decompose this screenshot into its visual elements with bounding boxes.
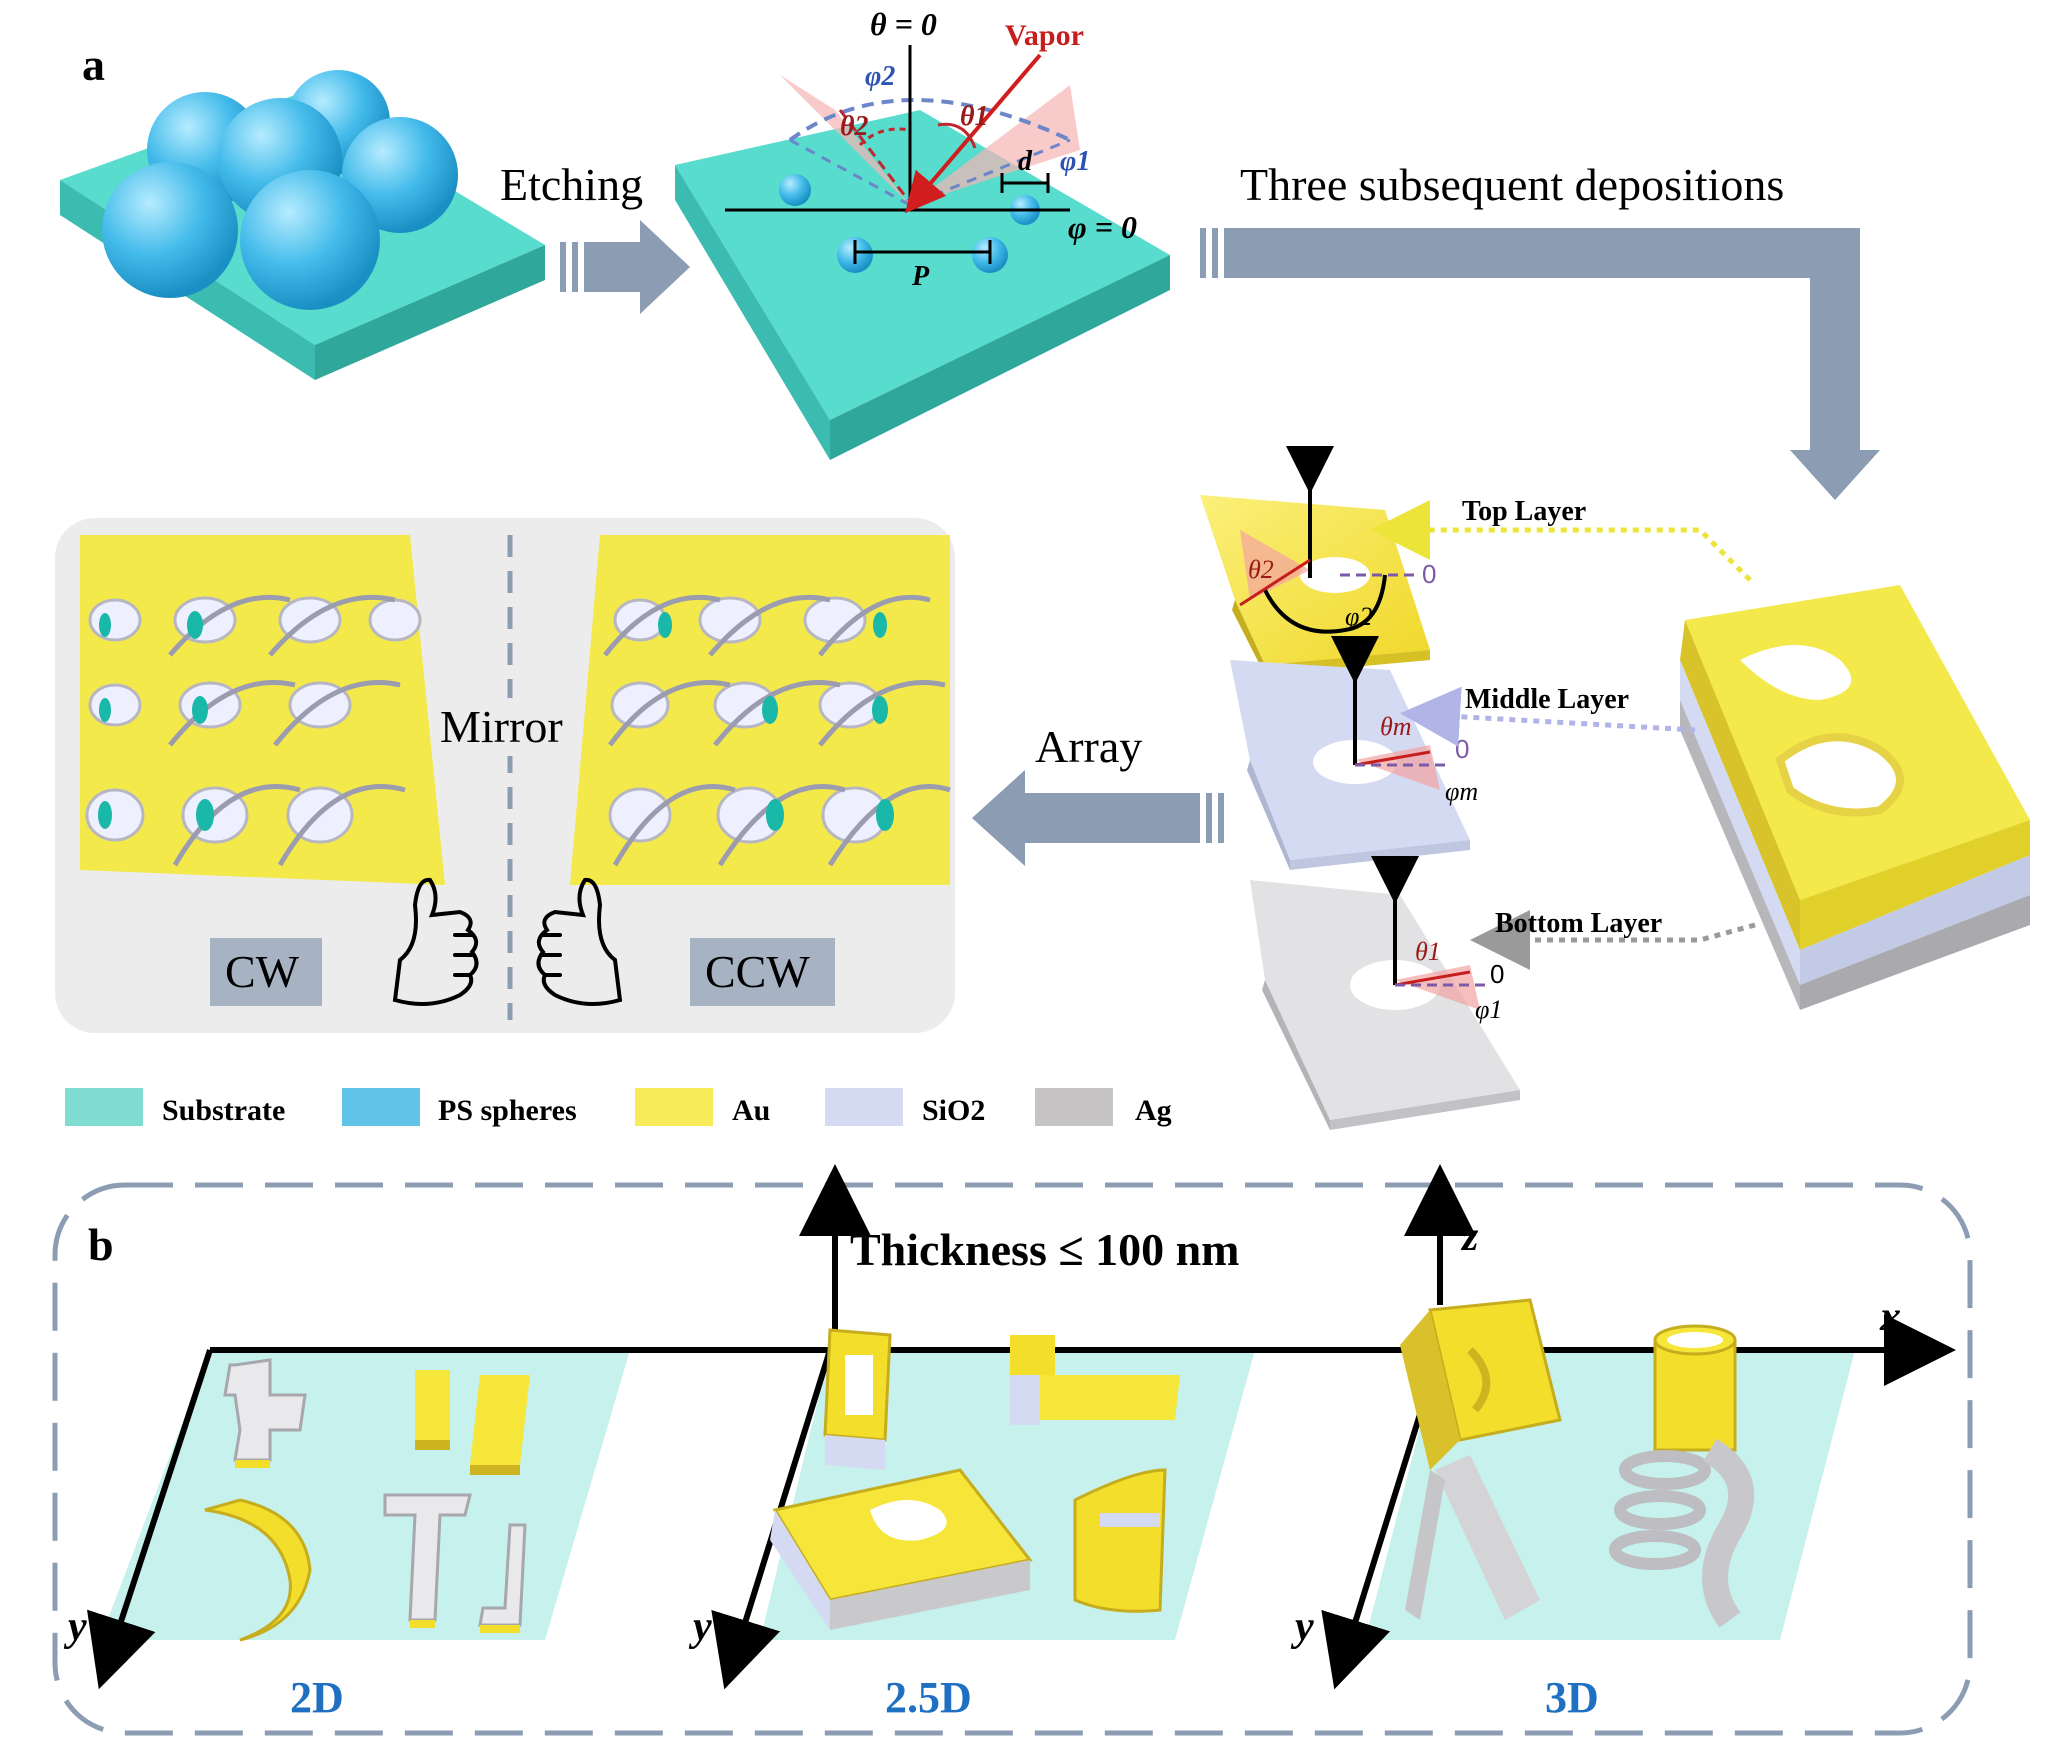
etching-arrow bbox=[560, 220, 690, 314]
bottom-layer-plate bbox=[1250, 856, 1520, 1130]
mirror-label: Mirror bbox=[440, 701, 563, 752]
legend-swatch-ag bbox=[1035, 1088, 1113, 1126]
top-layer-label: Top Layer bbox=[1462, 496, 1586, 527]
bottom-layer-label: Bottom Layer bbox=[1495, 908, 1662, 939]
panel-b-letter: b bbox=[88, 1219, 114, 1270]
left-thumb-icon bbox=[392, 877, 479, 1006]
d-label: d bbox=[1018, 146, 1033, 177]
top-theta2: θ2 bbox=[1248, 555, 1274, 584]
cw-label: CW bbox=[225, 946, 300, 997]
middle-layer-label: Middle Layer bbox=[1465, 684, 1629, 715]
etching-label: Etching bbox=[500, 159, 643, 210]
panel-b-frame bbox=[52, 1182, 1973, 1736]
cw-array bbox=[80, 535, 445, 885]
ccw-array bbox=[570, 535, 951, 885]
legend-label-au: Au bbox=[732, 1094, 770, 1127]
depositions-arrow bbox=[1200, 228, 1880, 500]
p-label: P bbox=[911, 261, 930, 292]
right-thumb-icon bbox=[536, 877, 623, 1006]
plane-2d bbox=[100, 1350, 630, 1640]
ccw-badge bbox=[690, 938, 835, 1006]
assembled-stack bbox=[1680, 585, 2030, 1010]
theta2-label: θ2 bbox=[840, 111, 869, 142]
y-axis-label-2d: y bbox=[63, 1604, 87, 1650]
3d-structures bbox=[1400, 1298, 1755, 1628]
middle-theta-m: θm bbox=[1380, 712, 1412, 741]
phi-zero-label: φ = 0 bbox=[1068, 209, 1137, 245]
bottom-theta1: θ1 bbox=[1415, 937, 1441, 966]
bottom-phi1: φ1 bbox=[1475, 995, 1502, 1024]
middle-layer-plate bbox=[1230, 636, 1470, 870]
legend-swatch-substrate bbox=[65, 1088, 143, 1126]
top-layer-plate bbox=[1200, 446, 1430, 675]
legend-label-sio2: SiO2 bbox=[922, 1094, 985, 1127]
dim-label-3d: 3D bbox=[1545, 1673, 1599, 1722]
25d-structures bbox=[770, 1328, 1180, 1630]
panel-a-letter: a bbox=[82, 39, 105, 90]
ccw-label: CCW bbox=[705, 946, 810, 997]
phi1-label: φ1 bbox=[1060, 146, 1090, 177]
y-axis-label-3d: y bbox=[1290, 1604, 1314, 1650]
legend-swatch-sio2 bbox=[825, 1088, 903, 1126]
deposition-geometry bbox=[725, 45, 1080, 264]
theta1-label: θ1 bbox=[960, 101, 989, 132]
cw-badge bbox=[210, 938, 322, 1006]
legend: Substrate PS spheres Au SiO2 Ag bbox=[65, 1088, 1172, 1127]
legend-label-substrate: Substrate bbox=[162, 1094, 285, 1127]
bottom-zero: 0 bbox=[1490, 959, 1504, 989]
2d-structures bbox=[204, 1358, 530, 1642]
z-axis-label: z bbox=[1460, 1214, 1479, 1260]
mirror-label-bg bbox=[435, 698, 580, 756]
theta-zero-label: θ = 0 bbox=[870, 6, 937, 42]
middle-layer-connector bbox=[1400, 686, 1696, 747]
top-phi2: φ2 bbox=[1345, 602, 1372, 631]
etched-substrate bbox=[675, 110, 1170, 460]
array-label: Array bbox=[1035, 721, 1142, 772]
middle-phi-m: φm bbox=[1445, 777, 1478, 806]
thickness-label: Thickness ≤ 100 nm bbox=[850, 1224, 1240, 1275]
x-axis-label: x bbox=[1879, 1294, 1901, 1340]
legend-label-ag: Ag bbox=[1135, 1094, 1172, 1127]
top-layer-connector bbox=[1370, 500, 1752, 582]
legend-label-ps: PS spheres bbox=[438, 1094, 577, 1127]
vapor-label: Vapor bbox=[1005, 19, 1084, 52]
substrate-with-spheres bbox=[60, 70, 545, 380]
phi2-label: φ2 bbox=[865, 61, 895, 92]
top-zero: 0 bbox=[1422, 559, 1436, 589]
legend-swatch-au bbox=[635, 1088, 713, 1126]
legend-swatch-ps bbox=[342, 1088, 420, 1126]
middle-zero: 0 bbox=[1455, 734, 1469, 764]
array-arrow bbox=[972, 770, 1224, 866]
dim-label-25d: 2.5D bbox=[885, 1673, 972, 1722]
dim-label-2d: 2D bbox=[290, 1673, 344, 1722]
y-axis-label-25d: y bbox=[688, 1604, 712, 1650]
depositions-label: Three subsequent depositions bbox=[1240, 159, 1784, 210]
